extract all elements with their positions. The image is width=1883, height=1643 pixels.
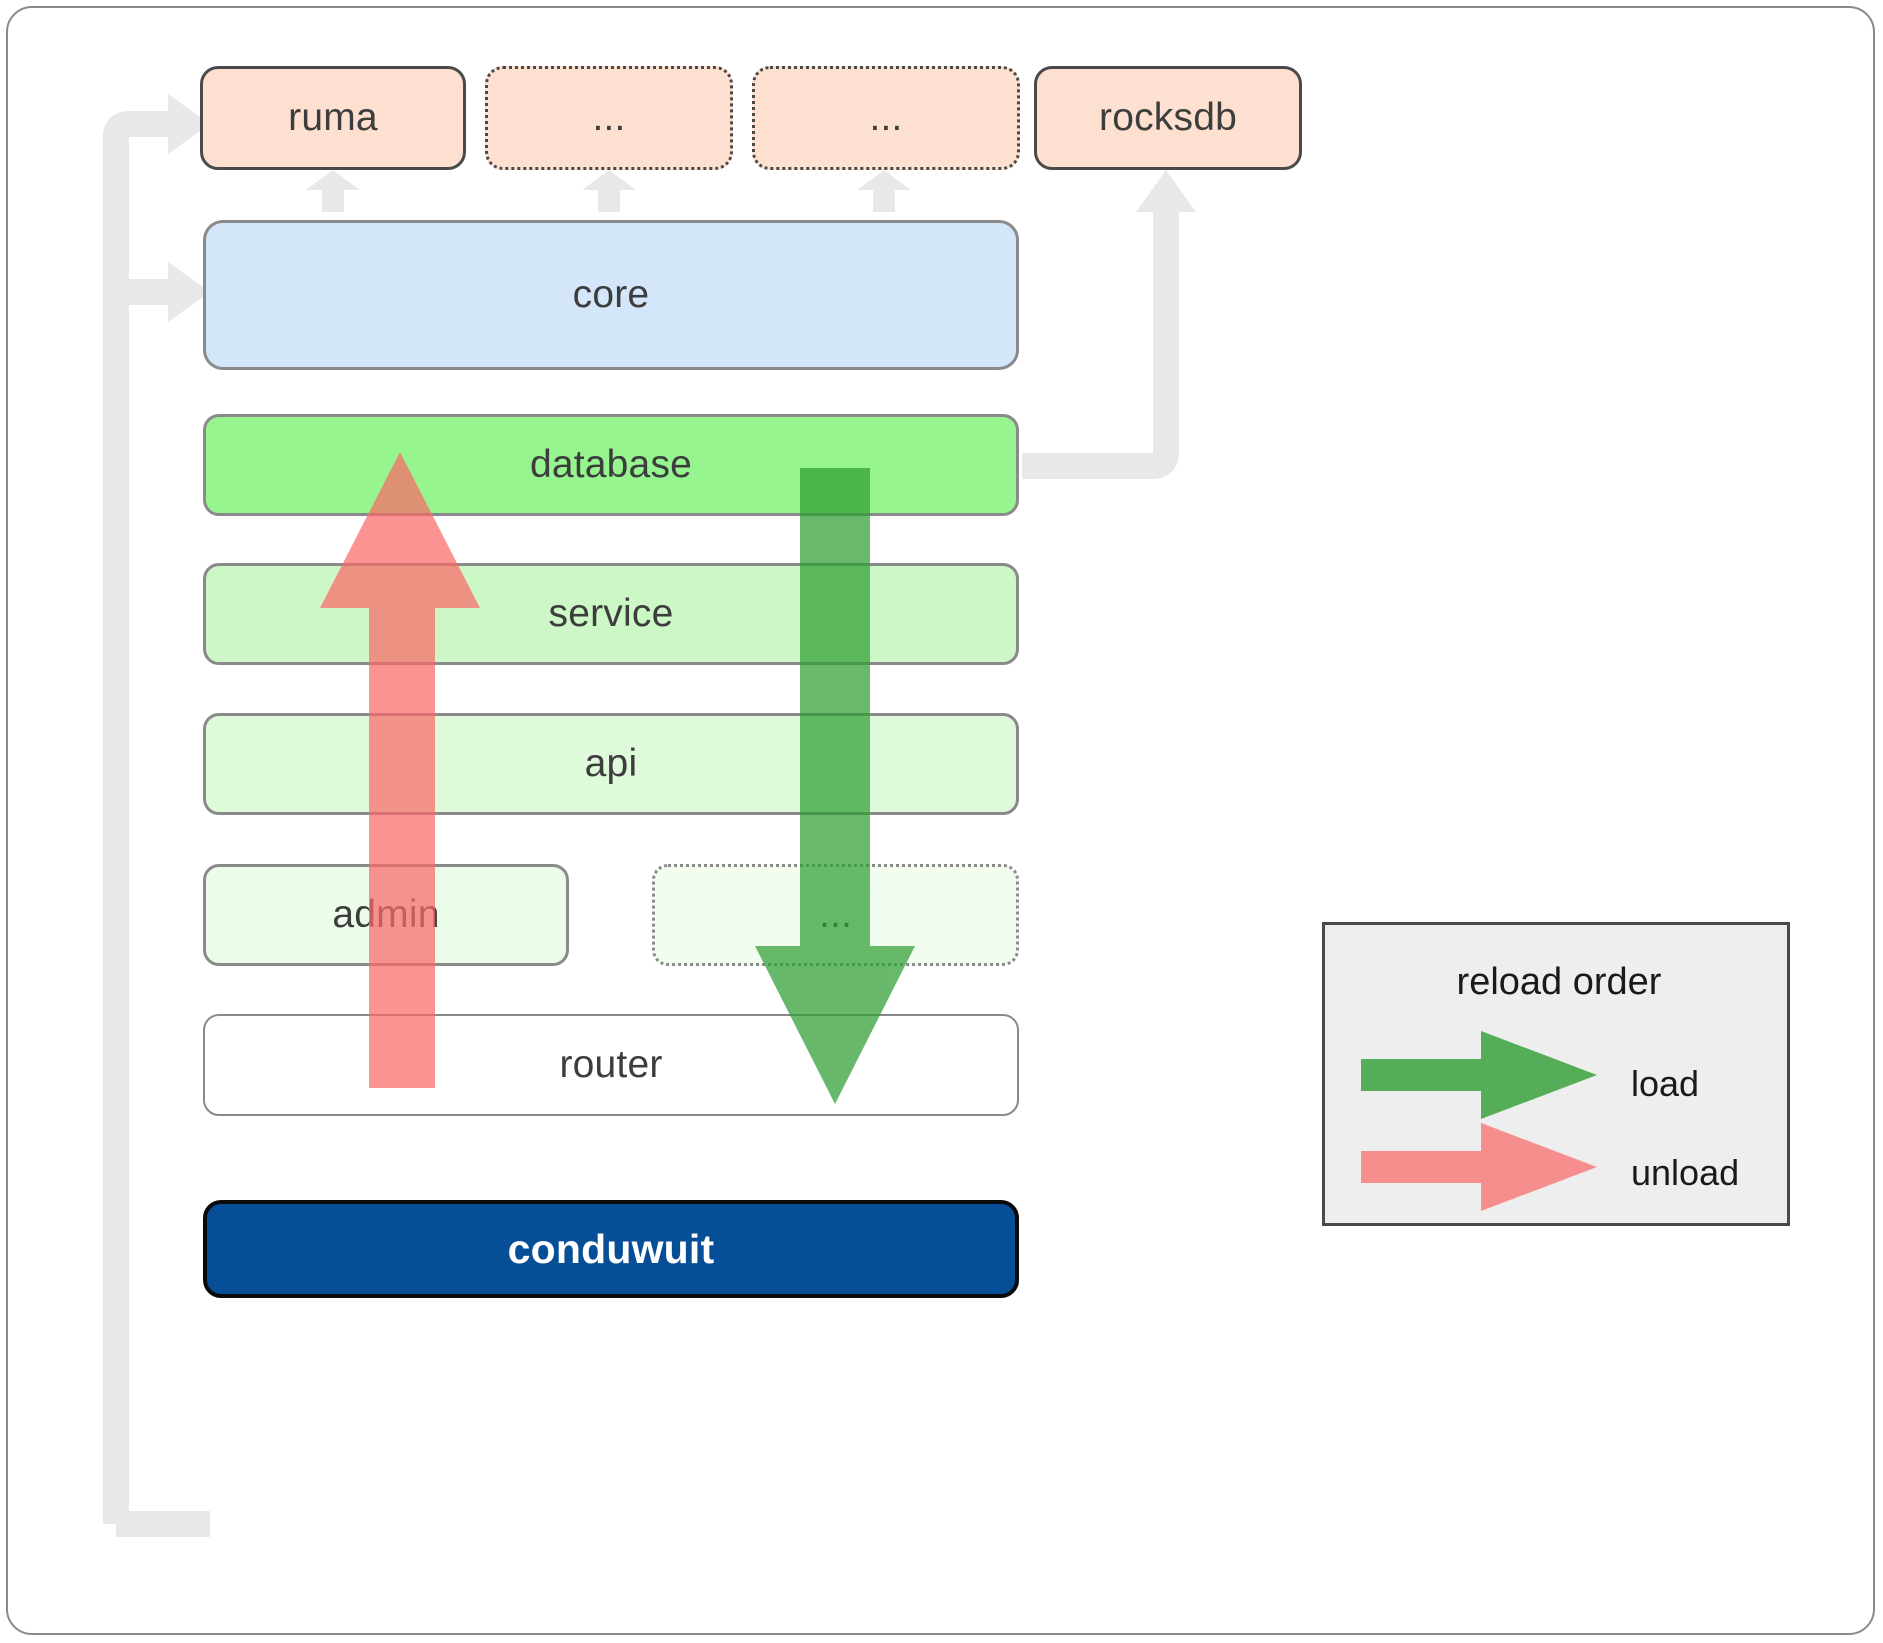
connector-arrowhead-rocksdb [1136, 170, 1196, 212]
node-conduwuit-label: conduwuit [507, 1225, 715, 1272]
node-router[interactable]: router [203, 1014, 1019, 1116]
node-database[interactable]: database [203, 414, 1019, 516]
node-database-label: database [529, 443, 693, 486]
node-api[interactable]: api [203, 713, 1019, 815]
node-rocksdb-label: rocksdb [1099, 96, 1237, 139]
legend-label-load: load [1631, 1063, 1700, 1104]
node-rocksdb[interactable]: rocksdb [1034, 66, 1302, 170]
connector-arrowhead-core-dep1 [582, 170, 636, 190]
node-router-label: router [559, 1043, 663, 1086]
connector-arrowhead-ruma [168, 94, 210, 154]
node-dep-ellipsis-2-label: ... [869, 96, 903, 139]
connector-arrowhead-core-dep2 [857, 170, 911, 190]
node-dep-ellipsis-2[interactable]: ... [752, 66, 1020, 170]
legend-unload-arrow-icon [1361, 1123, 1597, 1211]
node-core[interactable]: core [203, 220, 1019, 370]
node-conduwuit[interactable]: conduwuit [203, 1200, 1019, 1298]
node-api-label: api [584, 742, 638, 785]
connector-arrowhead-core-ruma [306, 170, 360, 190]
node-dep-ellipsis-1[interactable]: ... [485, 66, 733, 170]
legend: reload order load unload [1322, 922, 1790, 1226]
node-core-label: core [572, 273, 650, 316]
node-service-label: service [548, 592, 674, 635]
node-ruma-label: ruma [288, 96, 378, 139]
legend-arrow-icons [1361, 1031, 1597, 1211]
load-arrow [755, 468, 915, 1104]
node-ruma[interactable]: ruma [200, 66, 466, 170]
connector-arrowhead-core [168, 262, 210, 322]
legend-label-unload: unload [1631, 1152, 1740, 1193]
node-dep-ellipsis-1-label: ... [592, 96, 626, 139]
connector-database-rocksdb [1022, 212, 1179, 479]
legend-load-arrow-icon [1361, 1031, 1597, 1119]
connector-trunk [103, 111, 168, 1524]
unload-arrow [320, 452, 480, 1088]
legend-title: reload order [1456, 961, 1662, 1003]
